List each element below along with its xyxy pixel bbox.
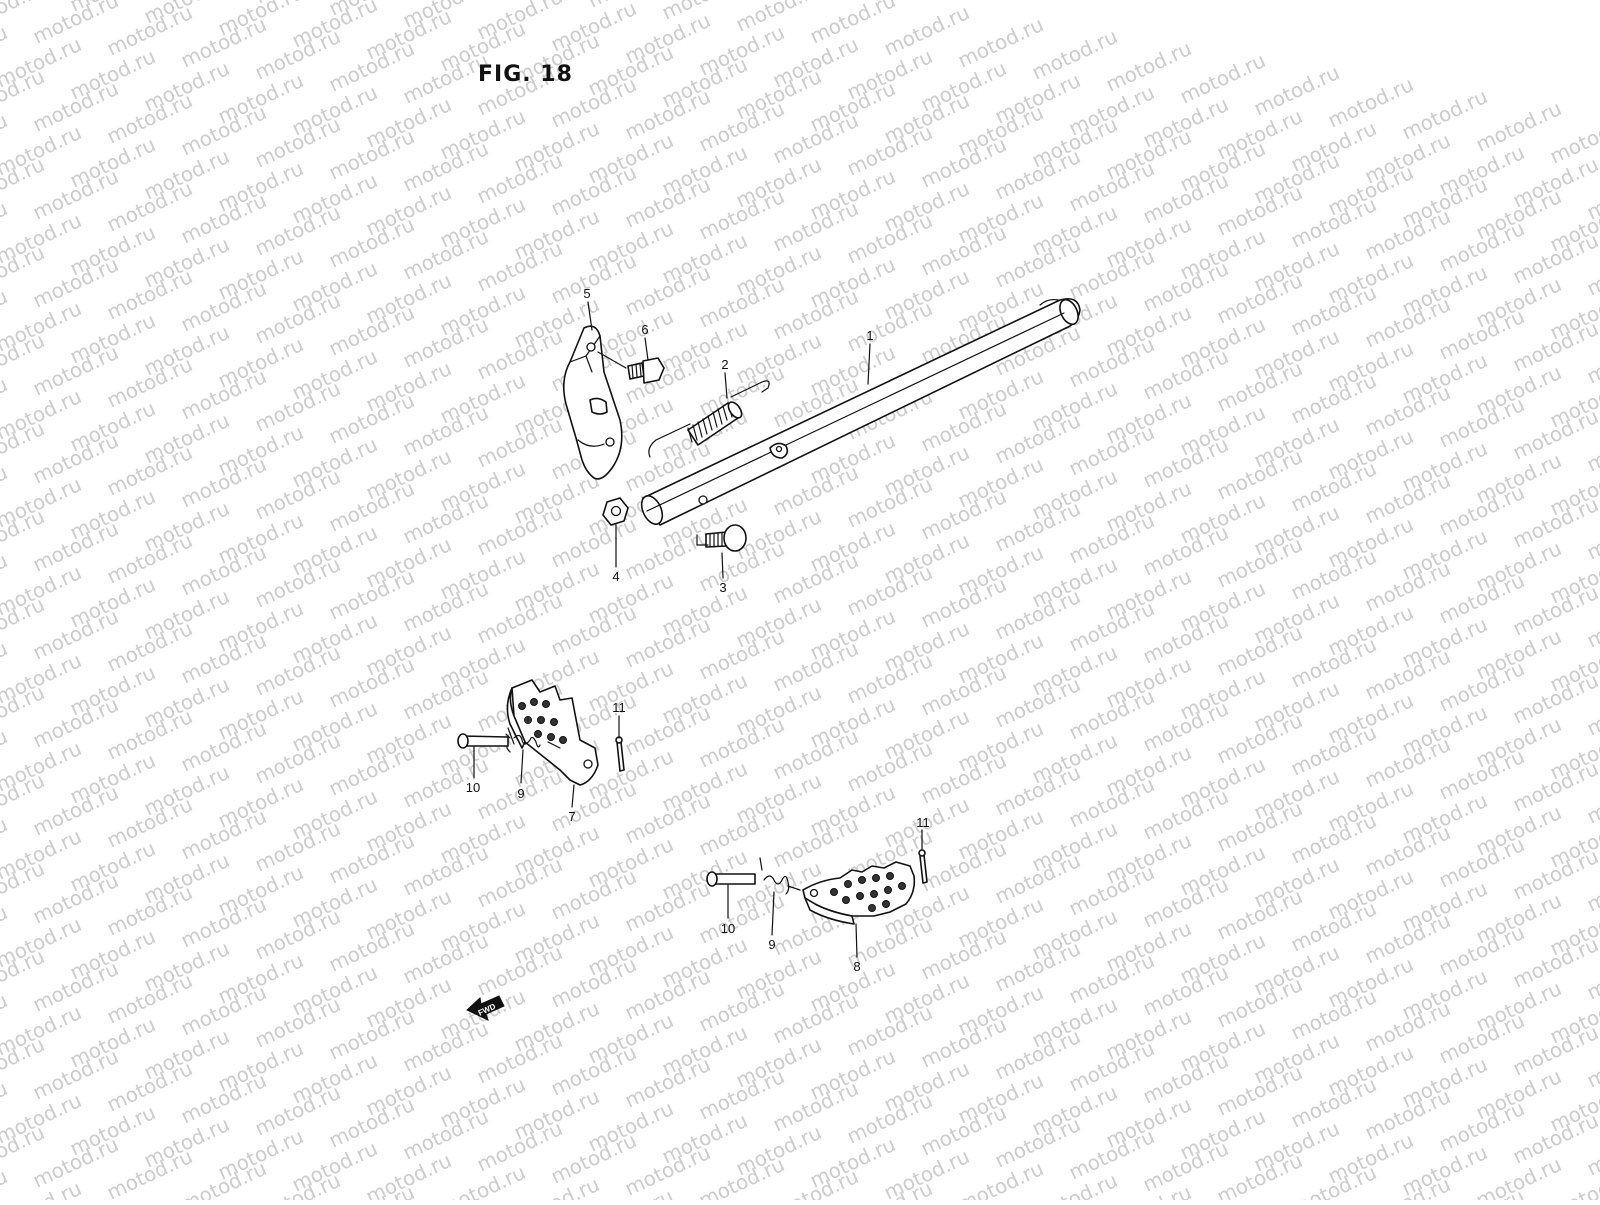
callout-10-right: 10 (721, 921, 735, 936)
callout-4: 4 (612, 569, 619, 584)
callout-8: 8 (853, 959, 860, 974)
left-cotter-pin (615, 715, 625, 772)
right-footpeg-pin (706, 871, 756, 919)
callout-2: 2 (721, 357, 728, 372)
callout-7: 7 (568, 809, 575, 824)
pivot-bolt (696, 524, 747, 552)
right-footpeg-spring (759, 857, 801, 895)
watermark-text: motod.ru (0, 1164, 11, 1200)
callout-11-right: 11 (916, 815, 930, 830)
right-cotter-pin (918, 829, 928, 884)
side-stand-bar (640, 297, 1081, 526)
right-footpeg (802, 861, 916, 925)
callout-9-right: 9 (768, 937, 775, 952)
stand-bracket (562, 325, 623, 480)
callout-9-left: 9 (517, 786, 524, 801)
callout-3: 3 (719, 580, 726, 595)
stand-spring (648, 380, 770, 458)
callout-5: 5 (583, 286, 590, 301)
callout-6: 6 (641, 322, 648, 337)
left-footpeg (506, 679, 599, 786)
callout-1: 1 (866, 328, 873, 343)
figure-title: FIG. 18 (478, 62, 573, 87)
leader-lines (520, 301, 871, 958)
pivot-nut (602, 497, 629, 526)
callout-10-left: 10 (466, 780, 480, 795)
callout-11-left: 11 (612, 700, 626, 715)
left-footpeg-pin (457, 733, 561, 779)
bracket-bolt (597, 351, 665, 384)
callout-labels: 1 2 3 4 5 6 7 8 9 9 10 10 11 11 (466, 286, 930, 974)
